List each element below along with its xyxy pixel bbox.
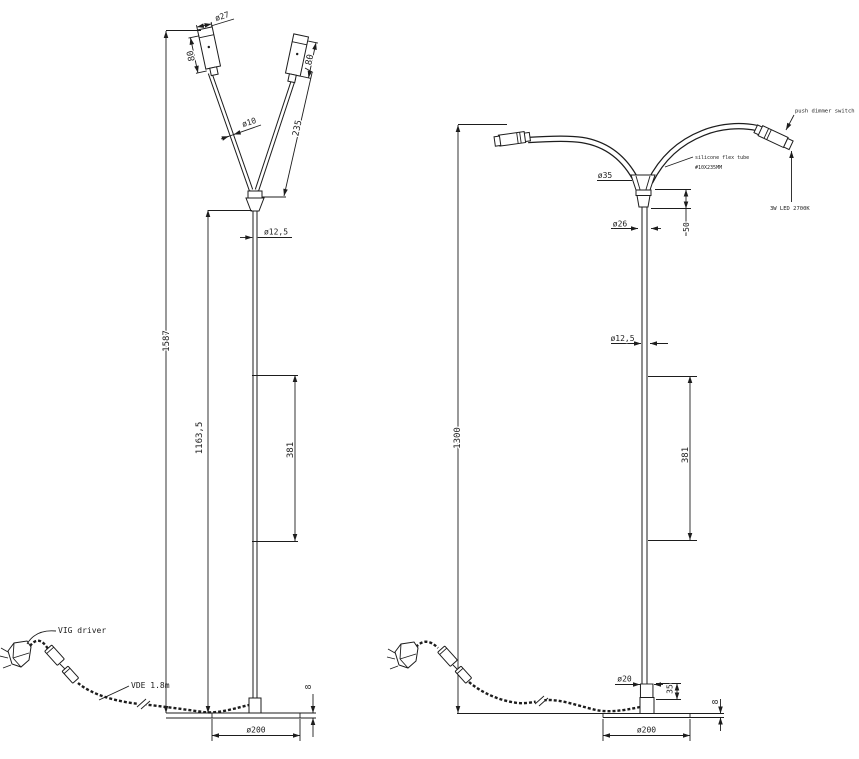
connector-cylinder-right	[454, 665, 472, 684]
pole-section-label: 381	[286, 442, 296, 458]
flex-right-head	[753, 124, 794, 151]
flex-left-head	[493, 131, 532, 147]
base-thickness-label: 8	[304, 684, 313, 689]
left-view-straight-arms: 80 80	[0, 9, 319, 741]
switch-leader-line	[785, 114, 795, 131]
pole-section-label-right: 381	[681, 447, 691, 463]
pole-diameter-label-right: ø12,5	[610, 334, 634, 343]
tube-leader-line	[664, 156, 694, 168]
power-plug	[7, 640, 32, 668]
driver-label: VIG driver	[58, 626, 106, 635]
pole-height-label: 1163,5	[195, 422, 205, 455]
pole-diameter-label: ø12,5	[264, 228, 288, 237]
joint-lower	[636, 195, 651, 208]
arm-length-label: 235	[291, 119, 304, 137]
plug-cord-right	[415, 640, 439, 649]
right-view-flex-arms: 1300 381 ø35 ø26 50 ø12,5 ø20 35 ø200 8 …	[386, 109, 855, 741]
plug-cord	[29, 639, 50, 650]
joint-band	[635, 189, 652, 196]
right-lamp-head: 80	[284, 33, 319, 84]
junction-band	[247, 190, 263, 199]
head-length-label-right: 80	[304, 54, 316, 67]
junction-cup	[245, 197, 265, 212]
base-thickness-label-right: 8	[711, 699, 720, 704]
head-length-label-left: 80	[186, 49, 198, 62]
foot-height-label: 35	[666, 684, 675, 694]
driver-cylinder	[44, 644, 65, 666]
led-label: 3W LED 2700K	[770, 206, 810, 212]
tube-label-line2: #10X235MM	[695, 165, 722, 171]
overall-height-label: 1587	[162, 330, 172, 352]
joint-neck-diameter-label: ø26	[613, 220, 628, 229]
cable-leader-line	[98, 685, 130, 701]
base-block	[248, 697, 262, 714]
power-plug-right	[394, 641, 419, 669]
driver-cylinder-right	[437, 645, 458, 667]
power-cord-right	[468, 681, 641, 713]
power-cord	[77, 682, 250, 714]
connector-cylinder	[61, 665, 79, 684]
left-lamp-head: 80	[184, 21, 222, 77]
base-diameter-label: ø200	[246, 726, 265, 735]
driver-leader-line	[26, 630, 57, 645]
base-block-right	[639, 697, 655, 714]
joint-cup	[630, 174, 656, 191]
tube-label-line1: silicone flex tube	[695, 155, 749, 161]
joint-height-label: 50	[682, 222, 691, 232]
switch-label: push dimmer switch	[795, 109, 855, 115]
overall-height-label-right: 1300	[453, 427, 463, 449]
base-diameter-label-right: ø200	[637, 726, 656, 735]
cable-label: VDE 1.8m	[131, 681, 170, 690]
foot-diameter-label: ø20	[617, 675, 632, 684]
joint-diameter-label: ø35	[598, 171, 613, 180]
